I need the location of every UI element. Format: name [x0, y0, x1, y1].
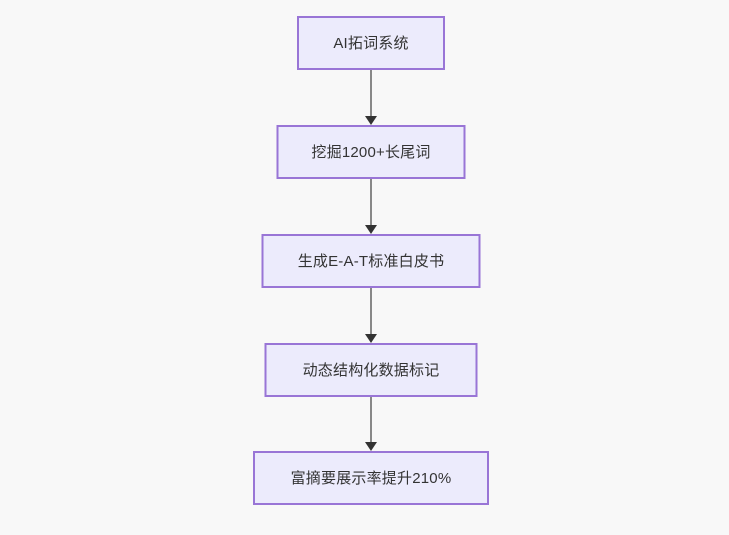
flow-edge-node1-to-node2 [364, 70, 378, 125]
flow-node-label: 动态结构化数据标记 [302, 361, 440, 379]
flow-node-label: 生成E-A-T标准白皮书 [297, 252, 445, 270]
flow-edge-node2-to-node3 [364, 179, 378, 234]
edge-line [370, 397, 372, 442]
flow-edge-node3-to-node4 [364, 288, 378, 343]
flow-node-label: AI拓词系统 [333, 34, 409, 52]
flow-node-rich-snippet-rate-increase[interactable]: 富摘要展示率提升210% [253, 451, 489, 505]
edge-line [370, 179, 372, 225]
edge-line [370, 70, 372, 116]
flow-node-ai-keyword-system[interactable]: AI拓词系统 [297, 16, 445, 70]
flow-node-label: 富摘要展示率提升210% [290, 469, 452, 487]
arrow-down-icon [365, 225, 377, 234]
arrow-down-icon [365, 442, 377, 451]
flow-node-label: 挖掘1200+长尾词 [311, 143, 431, 161]
arrow-down-icon [365, 116, 377, 125]
flow-edge-node4-to-node5 [364, 397, 378, 451]
flow-node-generate-eat-whitepaper[interactable]: 生成E-A-T标准白皮书 [261, 234, 481, 288]
edge-line [370, 288, 372, 334]
arrow-down-icon [365, 334, 377, 343]
flow-node-mine-longtail-keywords[interactable]: 挖掘1200+长尾词 [276, 125, 466, 179]
flow-node-dynamic-structured-data-markup[interactable]: 动态结构化数据标记 [264, 343, 478, 397]
